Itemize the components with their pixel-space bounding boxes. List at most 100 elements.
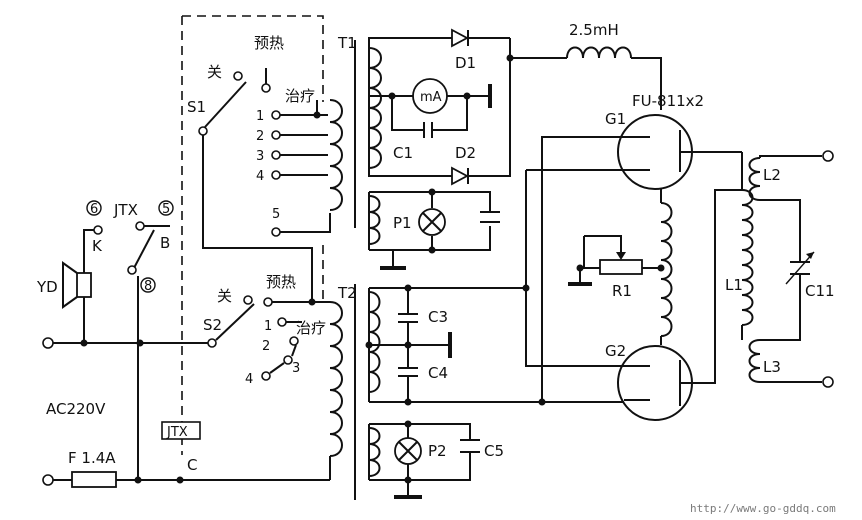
hv-to-tube: [631, 57, 662, 110]
tap-4: 4: [256, 169, 264, 184]
label-l3: L3: [763, 358, 781, 376]
label-c-node: C: [187, 456, 197, 474]
tap-3: 3: [256, 149, 264, 164]
c1-wires: [391, 96, 468, 131]
node-5: 5: [162, 202, 170, 217]
label-fuse: F 1.4A: [68, 449, 116, 467]
filament-feed-a: [525, 288, 624, 367]
label-p2: P2: [428, 442, 447, 460]
grid-choke: [660, 202, 673, 337]
jtx-coil-box: [161, 421, 201, 440]
label-c11: C11: [805, 282, 835, 300]
label-s1-treat: 治疗: [285, 87, 315, 105]
inductor-2-5mh: [566, 46, 632, 59]
milliammeter: [412, 78, 448, 114]
s2-tap-1: 1: [264, 319, 272, 334]
label-s2-preheat: 预热: [266, 273, 296, 291]
coil-l3: [748, 339, 761, 383]
label-d2: D2: [455, 144, 476, 162]
label-c1: C1: [393, 144, 413, 162]
l3-wires: [760, 274, 822, 383]
mains-terminal-bottom: [42, 474, 54, 486]
label-s1: S1: [187, 98, 206, 116]
g1-filament: [624, 136, 650, 171]
t1-tap-wires: [280, 114, 328, 176]
l2-wires: [759, 155, 822, 262]
t1-filament-winding: [368, 195, 381, 245]
plate-link: [714, 152, 743, 270]
rectifier-wires: [383, 37, 511, 177]
speaker-body: [76, 272, 92, 298]
p1-frame: [368, 191, 491, 251]
capacitor-c4: [398, 367, 418, 377]
g2-plate: [679, 270, 716, 406]
label-c5: C5: [484, 442, 504, 460]
label-s1-preheat: 预热: [254, 34, 284, 52]
label-s2: S2: [203, 316, 222, 334]
output-terminal-bottom: [822, 376, 834, 388]
s2-blade: [215, 303, 255, 341]
label-r1: R1: [612, 282, 632, 300]
watermark: http://www.go-gddq.com: [690, 502, 836, 515]
tap-1: 1: [256, 109, 264, 124]
label-c3: C3: [428, 308, 448, 326]
label-inductor: 2.5mH: [569, 21, 619, 39]
resistor-r1: [599, 259, 643, 275]
t2-lamp-winding: [368, 427, 381, 477]
label-l2: L2: [763, 166, 781, 184]
capacitor-c11: [790, 261, 810, 275]
label-b: B: [160, 234, 170, 252]
label-jtx-box: JTX: [166, 425, 188, 440]
speaker-cone: [62, 261, 78, 309]
coil-l1: [741, 189, 754, 326]
tap-2: 2: [256, 129, 264, 144]
coil-l2: [748, 157, 761, 201]
label-t2: T2: [337, 284, 357, 302]
label-k: K: [92, 237, 103, 255]
g1-plate: [679, 130, 742, 172]
capacitor-c3: [398, 313, 418, 323]
g2-filament: [624, 365, 650, 401]
relay-enclosure: [181, 15, 324, 455]
s2-taps: [269, 321, 302, 374]
output-terminal-top: [822, 150, 834, 162]
jtx-switch-blade: [133, 229, 155, 269]
label-s1-off: 关: [207, 63, 222, 81]
filament-feed-c: [541, 136, 624, 403]
label-ma: mA: [420, 90, 442, 105]
s2-tap-3: 3: [292, 361, 300, 376]
tap-5: 5: [272, 207, 280, 222]
label-ac220v: AC220V: [46, 400, 106, 418]
label-s2-treat: 治疗: [296, 319, 326, 337]
diode-d2: [451, 166, 469, 186]
label-s2-off: 关: [217, 287, 232, 305]
label-t1: T1: [337, 34, 357, 52]
label-yd: YD: [36, 278, 58, 296]
label-p1: P1: [393, 214, 412, 232]
t1-primary-coil: [329, 99, 343, 211]
mains-terminal-top: [42, 337, 54, 349]
p2-frame: [368, 423, 471, 481]
tap5-wire: [280, 213, 331, 233]
label-jtx: JTX: [113, 201, 138, 219]
capacitor-c1: [423, 122, 433, 138]
s2-tap-2: 2: [262, 339, 270, 354]
node-6: 6: [90, 202, 98, 217]
node-8: 8: [144, 279, 152, 294]
label-g2: G2: [605, 342, 626, 360]
label-d1: D1: [455, 54, 476, 72]
t2-primary-coil: [329, 301, 343, 457]
s1-blade: [204, 81, 247, 128]
s1-wire: [202, 135, 313, 302]
diode-d1: [451, 28, 469, 48]
s2-tap-4: 4: [245, 372, 253, 387]
t2-filament-winding: [368, 291, 381, 393]
t1-hv-secondary: [368, 47, 382, 169]
label-tube: FU-811x2: [632, 92, 704, 110]
label-g1: G1: [605, 110, 626, 128]
capacitor-c5: [460, 439, 480, 453]
p1-capacitor: [480, 211, 500, 223]
label-c4: C4: [428, 364, 448, 382]
